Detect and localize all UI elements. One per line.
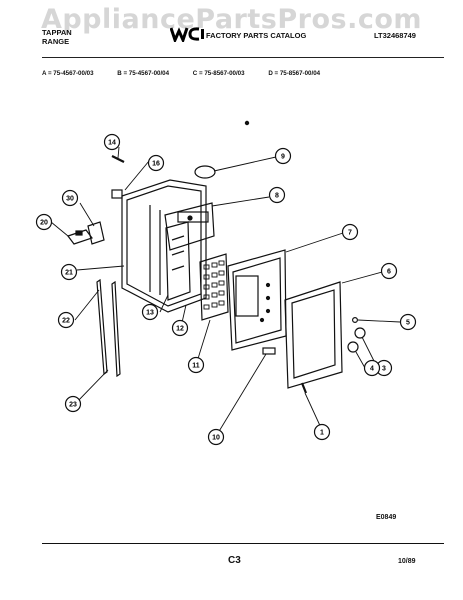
- callout-circle: [35, 213, 53, 231]
- callout-label: 16: [152, 161, 160, 168]
- callout-label: 3: [382, 366, 386, 373]
- wci-logo: [169, 26, 206, 47]
- fastener-part: [111, 155, 125, 163]
- callout-label: 1: [320, 430, 324, 437]
- catalog-title: FACTORY PARTS CATALOG: [206, 31, 307, 40]
- callout-label: 21: [65, 270, 73, 277]
- callout-label: 9: [281, 154, 285, 161]
- callout-circle: [268, 186, 286, 204]
- callout-label: 13: [146, 310, 154, 317]
- doc-number: LT32468749: [374, 31, 416, 40]
- clip-part: [111, 189, 123, 199]
- callout-circle: [147, 154, 165, 172]
- callout-label: 7: [348, 230, 352, 237]
- board-trace: [171, 235, 185, 241]
- board-trace: [171, 250, 185, 256]
- callout-circle: [399, 313, 417, 331]
- leader-lines: [50, 146, 401, 434]
- callout-label: 20: [40, 220, 48, 227]
- door-frame-inner: [291, 289, 336, 379]
- reference-dot: [244, 120, 250, 126]
- callout-circle: [207, 428, 225, 446]
- control-panel: [164, 202, 215, 251]
- display-dot: [187, 215, 193, 221]
- callout-label: 12: [176, 326, 184, 333]
- latch-spring: [354, 327, 366, 339]
- door-strip-right: [111, 280, 121, 378]
- callout-label: 22: [62, 318, 70, 325]
- callout-circle: [60, 263, 78, 281]
- callout-label: 8: [275, 193, 279, 200]
- brand-line-1: TAPPAN: [42, 28, 72, 37]
- header-rule: [42, 57, 444, 58]
- callout-circle: [57, 311, 75, 329]
- callout-circle: [103, 133, 121, 151]
- callout-label: 4: [370, 366, 374, 373]
- callout-circle: [313, 423, 331, 441]
- callout-circle: [380, 262, 398, 280]
- wci-logo-mark: [169, 27, 204, 45]
- footer-rule: [42, 543, 444, 544]
- keypad: [199, 253, 229, 321]
- callout-group: 14 16 9 30 8 20 7 21 6 22 13 5 12 3 4 11 23 1 10: [35, 133, 417, 446]
- hinge-pin: [300, 382, 308, 394]
- latch-screw: [352, 317, 359, 324]
- figure-code: E0849: [376, 514, 397, 521]
- model-list: A = 75-4567-00/03 B = 75-4567-00/04 C = …: [42, 70, 342, 77]
- callout-circle: [61, 189, 79, 207]
- front-panel-inner: [232, 257, 282, 344]
- callout-circle: [64, 395, 82, 413]
- model-d: D = 75-8567-00/04: [268, 70, 321, 77]
- display-window: [177, 211, 209, 223]
- callout-circle: [141, 303, 159, 321]
- board-trace: [171, 265, 185, 271]
- callout-label: 30: [66, 196, 74, 203]
- page-code: C3: [228, 555, 241, 566]
- callout-label: 11: [192, 363, 200, 370]
- callout-circle: [187, 356, 205, 374]
- brand-line-2: RANGE: [42, 37, 70, 46]
- door-strip-left: [96, 278, 108, 376]
- model-a: A = 75-4567-00/03: [42, 70, 94, 77]
- watermark: AppliancePartsPros.com: [40, 4, 423, 35]
- callout-label: 5: [406, 320, 410, 327]
- callout-circle: [274, 147, 292, 165]
- disk-part: [194, 165, 216, 179]
- callout-label: 6: [387, 269, 391, 276]
- latch-roller: [347, 341, 359, 353]
- model-c: C = 75-8567-00/03: [192, 70, 245, 77]
- door-back-panel: [121, 179, 207, 313]
- callout-circle: [341, 223, 359, 241]
- callout-label: 10: [212, 435, 220, 442]
- front-panel-window: [235, 275, 259, 317]
- callout-circle: [363, 359, 381, 377]
- callout-label: 14: [108, 140, 116, 147]
- date-code: 10/89: [398, 558, 416, 565]
- model-b: B = 75-4567-00/04: [117, 70, 170, 77]
- circuit-board: [165, 221, 191, 301]
- callout-circle: [171, 319, 189, 337]
- callout-label: 23: [69, 402, 77, 409]
- release-button: [262, 347, 276, 355]
- interlock-bracket: [87, 221, 105, 245]
- door-frame: [284, 281, 343, 389]
- keypad-keys: [203, 260, 225, 310]
